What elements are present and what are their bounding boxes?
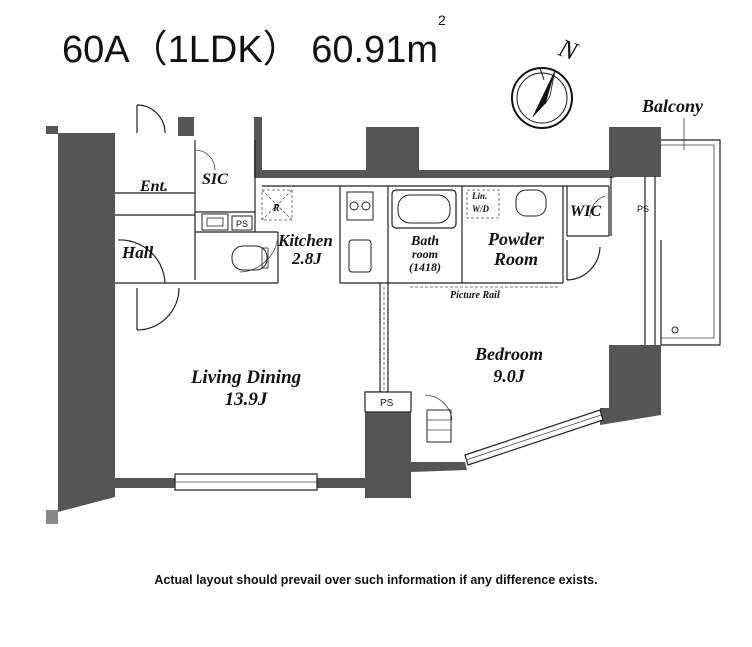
ps-box-upper [231,215,253,231]
ps-label-upper: PS [236,219,248,229]
ps-box-lower [364,391,412,413]
area-unit-superscript: 2 [437,12,446,28]
balcony-label: Balcony [641,96,704,116]
hall-door[interactable] [117,239,166,284]
bottom-wall [317,478,367,488]
kitchen-label: Kitchen [277,231,333,250]
living-door[interactable] [136,287,180,331]
wall-segment [178,117,194,136]
bottom-wall [115,478,175,488]
column [609,345,661,415]
closet-shelf [426,409,452,443]
wall-segment [600,408,661,425]
left-structural-wall [58,133,115,512]
powder-room-label-line2: Room [493,249,538,269]
bath-label: Bath [410,234,439,249]
ps-label-right: PS [637,204,649,214]
powder-room-label: Powder [487,229,545,249]
refrigerator-label: R [272,203,280,214]
column [609,127,661,177]
entrance-label: Ent. [139,178,168,195]
center-column [365,412,411,498]
column [366,127,419,177]
plan-title: 60A（1LDK） 60.91m2 [62,12,446,73]
wic-label: WIC [570,203,601,220]
bath-label-room: room [412,247,438,261]
disclaimer-footnote: Actual layout should prevail over such i… [154,573,598,587]
picture-rail-label: Picture Rail [450,290,500,301]
refrigerator-space [261,189,293,221]
linen-label: Lin. [471,191,487,201]
compass-icon [511,67,573,129]
living-dining-label: Living Dining [190,367,301,388]
hall-label: Hall [121,243,153,262]
plan-name: 60A（1LDK） [62,29,301,71]
bedroom-size-label: 9.0J [493,366,526,386]
entrance-door[interactable] [136,104,166,134]
sic-label: SIC [202,171,228,188]
bedroom-label: Bedroom [474,344,543,364]
vanity-icon [515,189,547,217]
bath-size-label: (1418) [409,260,441,274]
wall-segment [411,462,467,472]
living-dining-size-label: 13.9J [225,389,268,410]
area-unit: m [406,29,438,71]
wall-segment [254,117,262,177]
washer-dryer-label: W/D [472,204,490,214]
north-label: N [554,33,583,67]
washer-space [466,189,500,219]
stove-icon [346,191,374,221]
top-wall [254,170,614,178]
floor-area: 60.91 [311,29,407,71]
sink-icon [348,239,372,273]
kitchen-size-label: 2.8J [291,249,322,268]
bedroom-door[interactable] [566,240,601,281]
bathtub-icon [391,189,457,229]
ps-label-lower: PS [380,398,394,409]
toilet-icon [231,245,268,271]
